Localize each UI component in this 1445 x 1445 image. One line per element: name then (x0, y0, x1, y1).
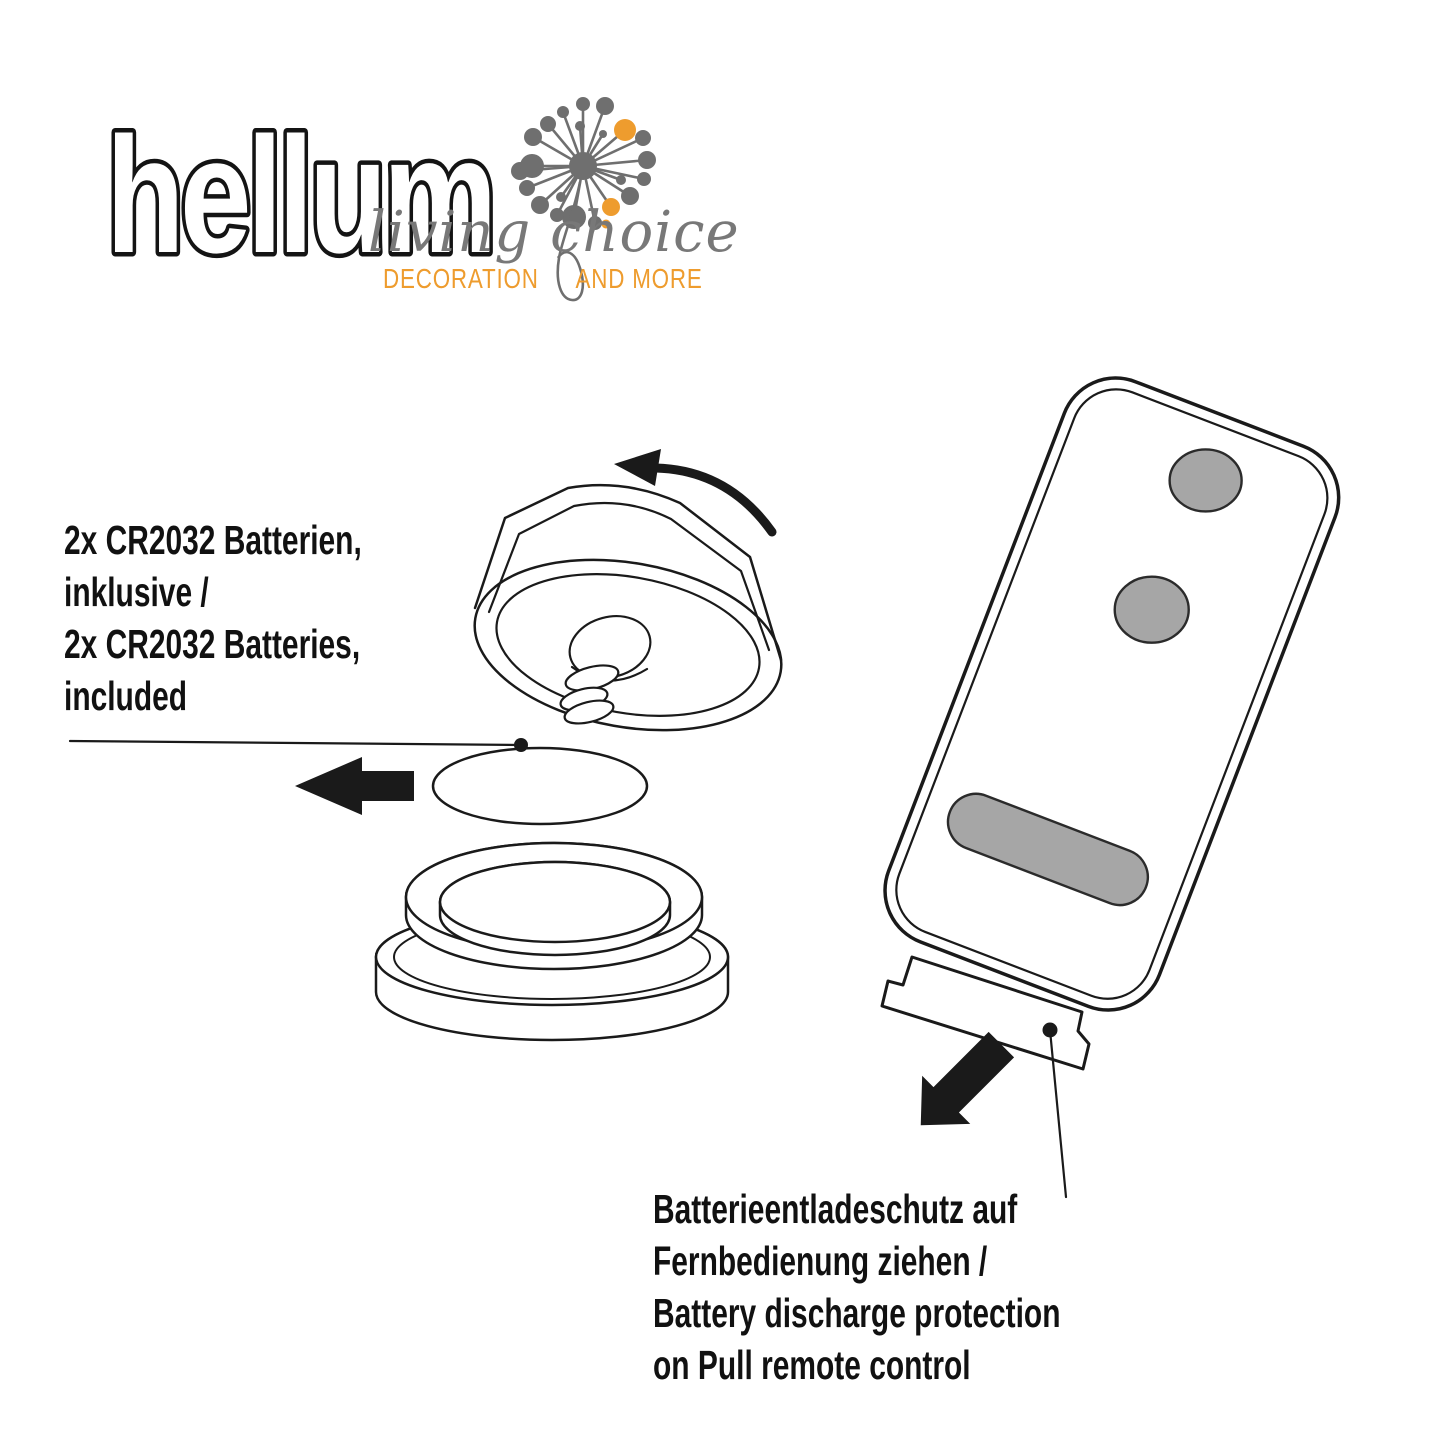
dandelion-stem (556, 181, 585, 302)
pull-tab (880, 955, 1091, 1071)
pull-tab-note: Batterieentladeschutz auf Fernbedienung … (653, 1183, 1060, 1391)
battery-note-line: 2x CR2032 Batteries, (64, 621, 361, 667)
dandelion-orange-dot (614, 119, 636, 141)
cap-bevel-line (487, 501, 771, 652)
logo-script-text: living choice (368, 200, 740, 265)
block-arrow-left-icon (295, 757, 414, 815)
pointer-dot-tab (1042, 1022, 1058, 1038)
battery-base-illustration (374, 841, 730, 1042)
pointer-line-battery (68, 739, 523, 747)
logo-subtitle-right: AND MORE (575, 263, 703, 294)
battery-disc (431, 746, 649, 826)
remote-button-bottom (1113, 575, 1190, 644)
pull-tab-note-line: on Pull remote control (653, 1342, 971, 1388)
battery-note-line: 2x CR2032 Batterien, (64, 517, 362, 563)
pull-tab-note-line: Battery discharge protection (653, 1290, 1061, 1336)
logo-subtitle: DECORATION AND MORE (383, 263, 703, 295)
pointer-dot-battery (514, 738, 528, 752)
remote-illustration (883, 376, 1341, 1012)
battery-note: 2x CR2032 Batterien, inklusive / 2x CR20… (64, 514, 362, 722)
remote-button-top (1168, 448, 1243, 513)
pull-tab-note-line: Batterieentladeschutz auf (653, 1186, 1018, 1232)
dandelion-orange-dot (602, 198, 620, 216)
pointer-line-tab (1048, 1028, 1068, 1199)
brand-logo: hellum (102, 100, 501, 292)
battery-note-line: included (64, 673, 188, 719)
brand-logo-text: hellum (106, 104, 493, 288)
remote-body (883, 376, 1341, 1012)
block-arrow-down-left-icon (920, 1031, 1015, 1126)
curved-arrow-counterclockwise-icon (614, 449, 777, 537)
battery-cap-illustration (473, 483, 783, 732)
dandelion-hub (569, 152, 597, 180)
battery-note-line: inklusive / (64, 569, 209, 615)
cap-silhouette (473, 483, 783, 662)
logo-subtitle-left: DECORATION (383, 263, 539, 294)
spring-coil (563, 699, 615, 725)
cap-rim-inner (495, 573, 761, 717)
remote-label-window (946, 792, 1150, 907)
dandelion-icon (511, 97, 656, 302)
pull-tab-note-line: Fernbedienung ziehen / (653, 1238, 988, 1284)
remote-inner-line (895, 388, 1329, 1000)
